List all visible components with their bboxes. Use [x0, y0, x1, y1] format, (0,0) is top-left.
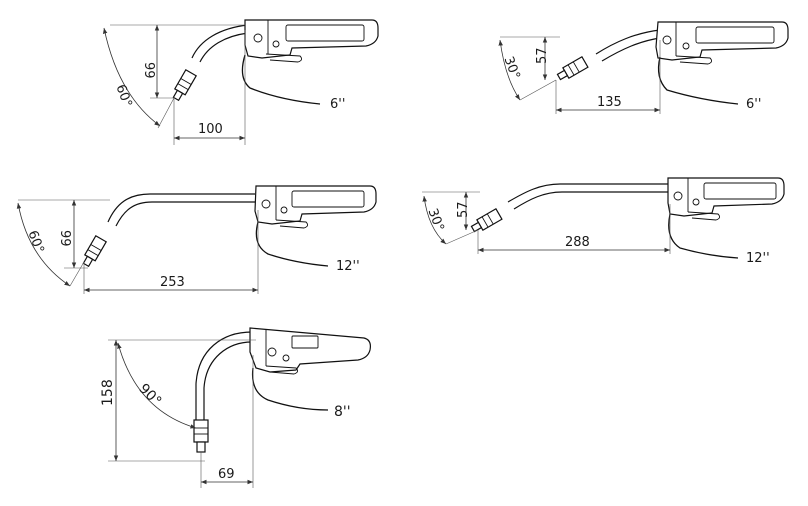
torch-5-drawing: 158 69 90° 8''	[100, 327, 371, 488]
torch-3-length-label: 253	[160, 275, 185, 290]
torch-1-angle-label: 60°	[113, 83, 135, 110]
torch-2-drawing: 57 135 30° 6''	[498, 21, 789, 114]
torch-5-length-label: 69	[218, 467, 235, 482]
torch-1-length-label: 100	[198, 122, 223, 137]
torch-4-drawing: 57 288 30° 12''	[422, 177, 785, 266]
torch-5-height-label: 158	[100, 379, 116, 406]
torch-4-angle-label: 30°	[425, 207, 447, 234]
torch-3-cable-label: 12''	[336, 259, 360, 274]
torch-5-cable-label: 8''	[334, 404, 351, 420]
torch-4-height-label: 57	[456, 201, 471, 218]
torch-3-height-label: 99	[57, 230, 72, 247]
torch-3-drawing: 99 253 60° 12''	[16, 185, 377, 294]
torch-2-cable-label: 6''	[746, 97, 761, 112]
torch-2-length-label: 135	[597, 95, 622, 110]
torch-2-height-label: 57	[535, 47, 550, 64]
torch-4-length-label: 288	[565, 235, 590, 250]
torch-1-drawing: 99 100 60° 6''	[102, 19, 379, 145]
torch-3-angle-label: 60°	[25, 229, 47, 256]
torch-1-height-label: 99	[141, 62, 156, 79]
torch-2-angle-label: 30°	[501, 55, 523, 82]
torch-4-cable-label: 12''	[746, 251, 770, 266]
torch-5-angle-label: 90°	[135, 381, 164, 410]
torch-1-cable-label: 6''	[330, 97, 345, 112]
